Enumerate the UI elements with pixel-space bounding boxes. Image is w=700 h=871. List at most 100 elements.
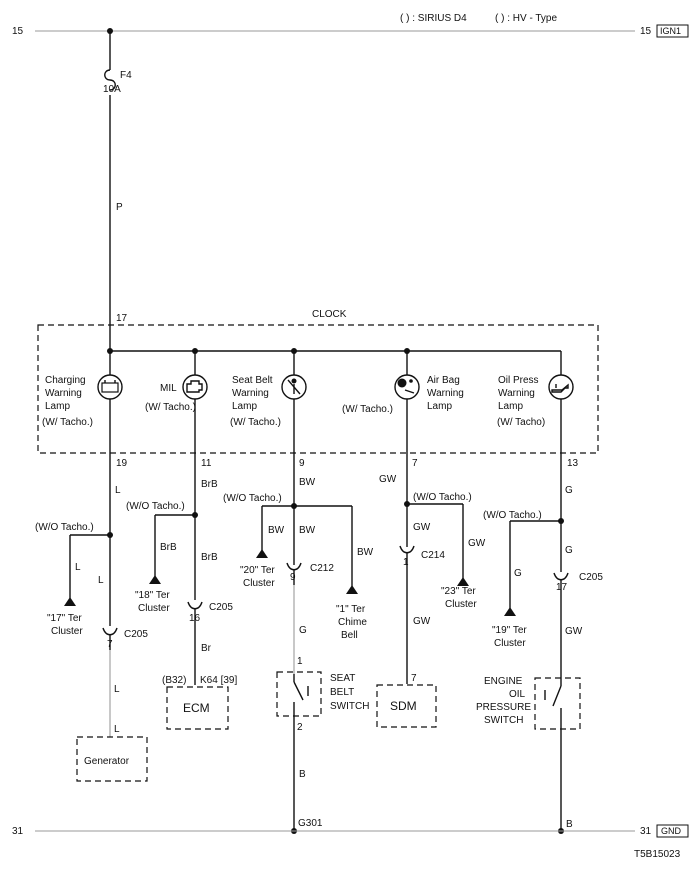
svg-text:19: 19	[116, 458, 128, 469]
ecm-label: ECM	[183, 701, 210, 715]
oil-to-pressure-switch: 17 C205 GW ENGINE OIL PRESSURE SWITCH B	[476, 572, 603, 834]
svg-text:7: 7	[107, 639, 113, 650]
mil-lamp: MIL (W/ Tacho.) 11 BrB	[145, 351, 218, 600]
ign1-tag: IGN1	[660, 26, 681, 36]
svg-text:Lamp: Lamp	[232, 401, 257, 412]
svg-text:"18" Ter: "18" Ter	[135, 590, 170, 601]
svg-text:17: 17	[556, 582, 568, 593]
svg-text:ENGINE: ENGINE	[484, 676, 523, 687]
seat-belt-warning-lamp: Seat Belt Warning Lamp (W/ Tacho.) 9 BW	[230, 351, 316, 565]
svg-text:K64 [39]: K64 [39]	[200, 675, 237, 686]
svg-text:L: L	[114, 684, 120, 695]
seat-belt-switch-box	[276, 671, 322, 717]
generator-box	[76, 736, 148, 782]
fuse-symbol	[104, 69, 116, 91]
svg-text:"17" Ter: "17" Ter	[47, 613, 82, 624]
svg-text:7: 7	[412, 458, 418, 469]
svg-text:Lamp: Lamp	[427, 401, 452, 412]
svg-text:B: B	[299, 769, 306, 780]
svg-text:(W/ Tacho): (W/ Tacho)	[497, 417, 545, 428]
svg-text:"19" Ter: "19" Ter	[492, 625, 527, 636]
svg-text:Warning: Warning	[232, 388, 269, 399]
svg-text:(W/O Tacho.): (W/O Tacho.)	[35, 522, 94, 533]
svg-text:13: 13	[567, 458, 579, 469]
oil-press-warning-lamp: Oil Press Warning Lamp (W/ Tacho) 13 G	[497, 374, 579, 572]
svg-text:Br: Br	[201, 643, 212, 654]
fuse-f4: F4 10A P	[103, 31, 132, 351]
svg-text:L: L	[115, 485, 121, 496]
svg-text:G: G	[565, 485, 573, 496]
svg-text:SEAT: SEAT	[330, 673, 355, 684]
svg-text:2: 2	[297, 722, 303, 733]
svg-text:BW: BW	[299, 525, 316, 536]
svg-text:Warning: Warning	[45, 388, 82, 399]
oil-pressure-switch-box	[534, 677, 581, 730]
svg-text:Chime: Chime	[338, 617, 367, 628]
branch-23-ter-cluster: (W/O Tacho.) GW "23" Ter Cluster GW	[404, 492, 486, 610]
svg-text:BrB: BrB	[160, 542, 177, 553]
connector-c212	[286, 562, 302, 571]
svg-text:1: 1	[403, 557, 409, 568]
svg-text:MIL: MIL	[160, 383, 177, 394]
sdm-label: SDM	[390, 699, 417, 713]
connector-c205-charging	[102, 627, 118, 636]
svg-text:Bell: Bell	[341, 630, 358, 641]
svg-text:BW: BW	[268, 525, 285, 536]
branch-19-ter-cluster: (W/O Tacho.) G "19" Ter Cluster G	[483, 510, 573, 649]
svg-text:GW: GW	[565, 626, 583, 637]
svg-text:9: 9	[290, 572, 296, 583]
svg-text:BW: BW	[357, 547, 374, 558]
svg-text:16: 16	[189, 613, 201, 624]
diagram-code: T5B15023	[634, 849, 681, 860]
svg-text:Air Bag: Air Bag	[427, 375, 460, 386]
svg-text:Lamp: Lamp	[498, 401, 523, 412]
gnd-tag-box	[656, 824, 689, 838]
svg-text:B: B	[566, 819, 573, 830]
svg-text:GW: GW	[413, 522, 431, 533]
gnd-rail: 31 31 GND	[12, 824, 689, 838]
charging-to-generator: 7 C205 L L Generator	[76, 627, 148, 782]
oil-switch-contact	[552, 685, 562, 707]
branch-18-ter-cluster: (W/O Tacho.) BrB "18" Ter Cluster BrB	[126, 501, 218, 614]
svg-text:Lamp: Lamp	[45, 401, 70, 412]
svg-text:(W/O Tacho.): (W/O Tacho.)	[413, 492, 472, 503]
svg-text:Cluster: Cluster	[494, 638, 526, 649]
svg-text:G: G	[565, 545, 573, 556]
rail-bottom-left-label: 31	[12, 826, 24, 837]
connector-c214	[399, 545, 415, 554]
svg-text:7: 7	[411, 673, 417, 684]
svg-text:"1" Ter: "1" Ter	[336, 604, 366, 615]
svg-text:C214: C214	[421, 550, 445, 561]
rail-top-right-label: 15	[640, 26, 652, 37]
svg-text:G: G	[514, 568, 522, 579]
svg-text:Warning: Warning	[498, 388, 535, 399]
svg-text:BrB: BrB	[201, 552, 218, 563]
svg-text:SWITCH: SWITCH	[330, 701, 369, 712]
svg-text:BELT: BELT	[330, 687, 354, 698]
ecm-box	[166, 686, 229, 730]
air-bag-warning-lamp: Air Bag Warning Lamp (W/ Tacho.) 7 GW	[342, 351, 464, 547]
svg-text:Cluster: Cluster	[51, 626, 83, 637]
svg-text:C205: C205	[209, 602, 233, 613]
svg-text:BW: BW	[299, 477, 316, 488]
svg-text:GW: GW	[379, 474, 397, 485]
svg-text:L: L	[98, 575, 104, 586]
svg-text:"23" Ter: "23" Ter	[441, 586, 476, 597]
svg-text:C205: C205	[579, 572, 603, 583]
airbag-to-sdm: 1 C214 GW 7 SDM	[376, 545, 445, 728]
clock-title: CLOCK	[312, 309, 347, 320]
ign1-tag-box	[656, 24, 689, 38]
svg-text:1: 1	[297, 656, 303, 667]
mil-to-ecm: 16 C205 Br (B32) K64 [39] ECM	[162, 601, 237, 730]
svg-text:Cluster: Cluster	[138, 603, 170, 614]
svg-text:(W/O Tacho.): (W/O Tacho.)	[483, 510, 542, 521]
svg-text:L: L	[114, 724, 120, 735]
seat-belt-to-switch: 9 C212 G 1 2 SEAT BELT SWITCH B G301	[276, 562, 369, 834]
svg-text:OIL: OIL	[509, 689, 526, 700]
fuse-wire-color: P	[116, 202, 123, 213]
legend-sirius: ( ) : SIRIUS D4	[400, 13, 467, 24]
svg-text:GW: GW	[468, 538, 486, 549]
svg-text:(W/O Tacho.): (W/O Tacho.)	[126, 501, 185, 512]
fuse-name: F4	[120, 70, 132, 81]
